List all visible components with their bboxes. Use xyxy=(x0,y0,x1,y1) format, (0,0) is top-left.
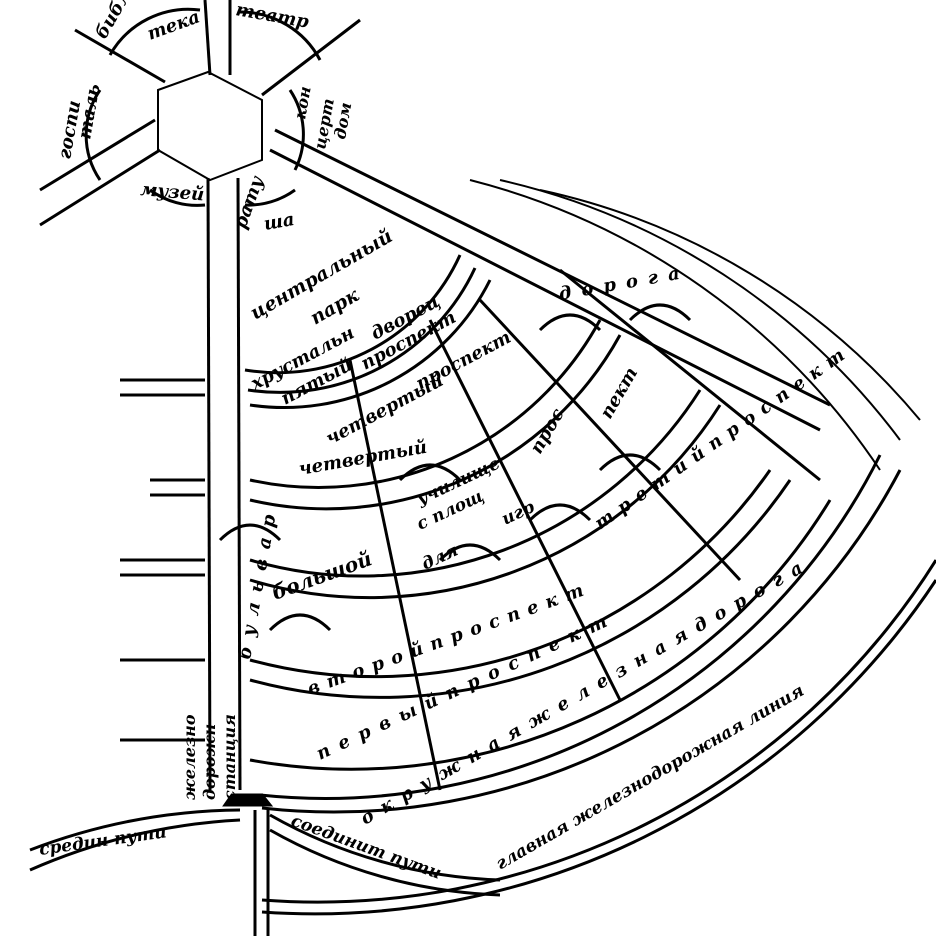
outer-ring xyxy=(539,189,921,421)
radial-avenue xyxy=(206,177,212,791)
main-line xyxy=(261,579,936,916)
radial-avenue xyxy=(203,0,212,76)
radial-avenue xyxy=(39,148,161,227)
connecting-line xyxy=(29,808,241,852)
radial-avenue xyxy=(269,148,821,432)
radial-avenue xyxy=(261,18,361,97)
outer-ring xyxy=(499,179,901,441)
ring-avenue xyxy=(249,389,702,578)
library-label-2: тека xyxy=(145,6,203,44)
radial-avenue xyxy=(39,118,156,192)
inner-arc xyxy=(239,10,322,61)
labels: библио тека театр госпи таль кон церт до… xyxy=(38,0,850,884)
concert-label: кон xyxy=(290,85,314,121)
main-line xyxy=(261,559,936,904)
ring-avenue xyxy=(249,334,622,511)
secondary-radial xyxy=(478,298,742,582)
crystal-palace-arc xyxy=(247,267,477,394)
secondary-radial xyxy=(348,359,442,791)
inner-arc xyxy=(288,89,305,171)
connecting-line xyxy=(269,813,501,882)
station-label-3: станция xyxy=(220,714,239,800)
museum-label: музей xyxy=(140,179,205,205)
radial-avenue xyxy=(274,128,831,407)
prospect-box-label-2: пект xyxy=(596,364,642,423)
inner-arc xyxy=(108,7,201,56)
prospect-box-label: прос xyxy=(526,405,569,458)
park-boundary xyxy=(244,254,462,375)
ring-avenue xyxy=(249,479,792,699)
connecting-line xyxy=(29,818,241,872)
ring-avenue xyxy=(249,319,602,489)
inner-arc xyxy=(149,188,206,207)
ring-road-top-label: д о р о г а xyxy=(557,263,683,305)
ring-railway-outer xyxy=(261,469,902,814)
street-grid xyxy=(29,0,936,936)
school-blobs xyxy=(218,303,692,632)
radial-avenue xyxy=(74,28,166,84)
library-label: библио xyxy=(91,0,148,43)
secondary-radial xyxy=(559,268,821,482)
connecting-line xyxy=(269,828,501,897)
secondary-radial xyxy=(428,319,622,701)
hospital-label-2: таль xyxy=(74,82,104,141)
outer-ring xyxy=(469,179,881,471)
central-place xyxy=(157,70,263,182)
theatre-label: театр xyxy=(234,0,311,33)
ring-avenue xyxy=(249,469,772,679)
station-platform xyxy=(222,793,274,807)
ring-avenue xyxy=(249,499,832,771)
townhall-label-2: ша xyxy=(262,209,296,235)
inner-arc xyxy=(244,188,296,207)
inner-arc xyxy=(84,89,102,181)
radial-avenue xyxy=(236,177,242,791)
ring-avenue xyxy=(249,404,722,600)
station-label: железно xyxy=(180,714,199,800)
station-label-2: дорожн xyxy=(200,724,219,800)
ring-railway-inner xyxy=(259,454,882,800)
fifth-avenue-arc xyxy=(249,279,492,410)
